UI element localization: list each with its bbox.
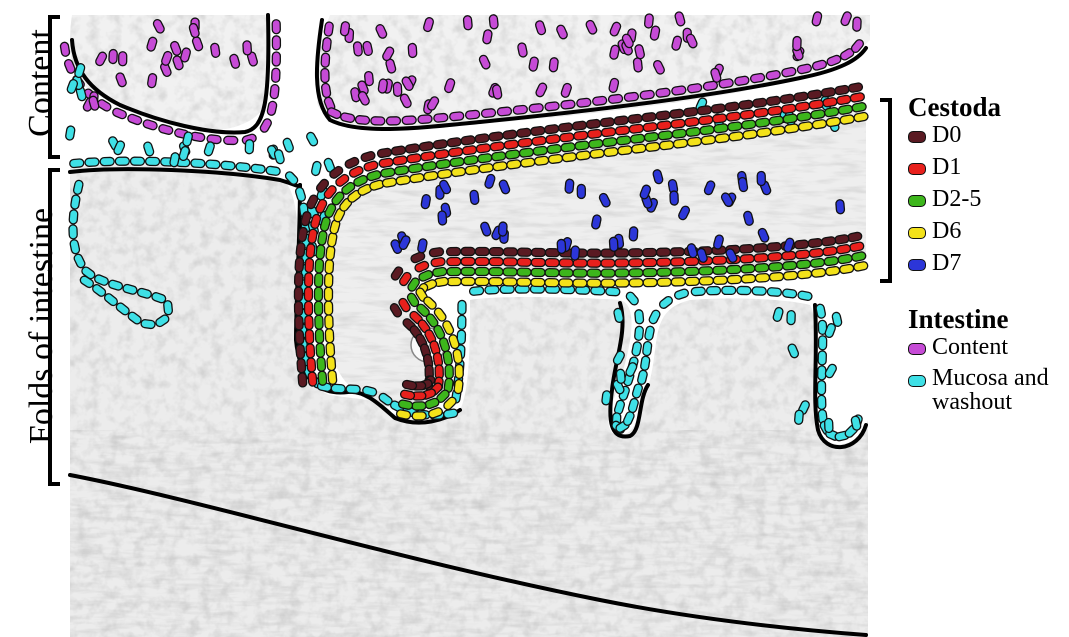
legend-label: Mucosa andwashout (932, 366, 1049, 414)
folds-bracket (50, 170, 60, 484)
legend-cestoda-title: Cestoda (908, 92, 1001, 122)
legend-item-intestine-1: Mucosa andwashout (908, 366, 1049, 414)
legend-item-cestoda-2: D2-5 (908, 186, 1001, 218)
cestoda-bracket (880, 100, 890, 281)
legend-item-cestoda-0: D0 (908, 122, 1001, 154)
legend-swatch (908, 163, 926, 175)
legend-label: D2-5 (932, 186, 981, 212)
legend-label: D0 (932, 122, 961, 148)
legend-label: Content (932, 334, 1008, 360)
legend-swatch (908, 259, 926, 271)
legend-label: D1 (932, 154, 961, 180)
legend-swatch (908, 195, 926, 207)
legend-item-cestoda-1: D1 (908, 154, 1001, 186)
legend-swatch (908, 131, 926, 143)
legend-item-cestoda-3: D6 (908, 218, 1001, 250)
legend-intestine-title: Intestine (908, 304, 1049, 334)
legend-cestoda: Cestoda D0D1D2-5D6D7 (908, 92, 1001, 282)
legend-swatch (908, 343, 926, 355)
legend-intestine: Intestine ContentMucosa andwashout (908, 304, 1049, 414)
content-bracket (50, 17, 60, 157)
legend-swatch (908, 227, 926, 239)
legend-label: D7 (932, 250, 961, 276)
legend-swatch (908, 375, 926, 387)
legend-label: D6 (932, 218, 961, 244)
legend-item-cestoda-4: D7 (908, 250, 1001, 282)
legend-item-intestine-0: Content (908, 334, 1049, 366)
